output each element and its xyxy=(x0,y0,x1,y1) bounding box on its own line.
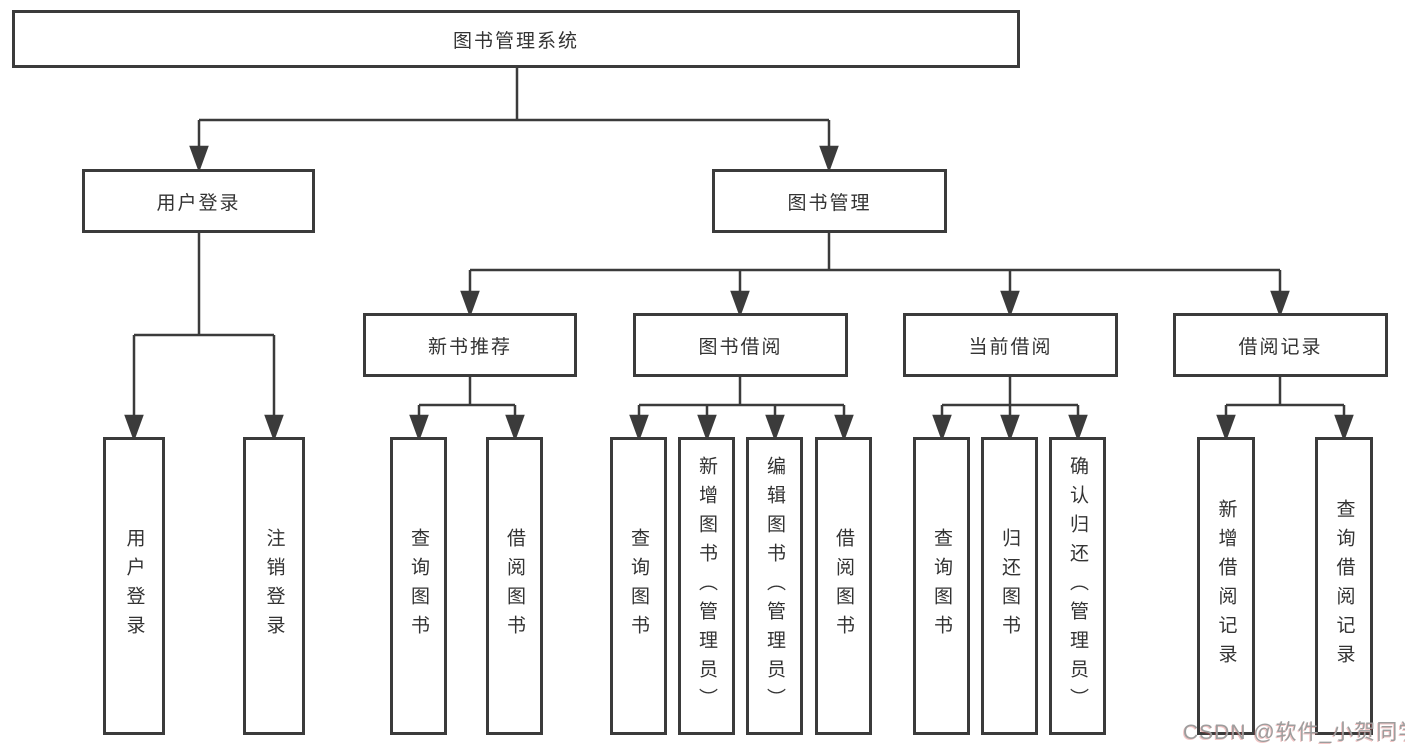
node-borrow-records: 借阅记录 xyxy=(1173,313,1388,377)
connector-book-borrow-children xyxy=(629,377,854,442)
node-label: 确认归还（管理员） xyxy=(1067,455,1088,717)
arrow-down-icon xyxy=(264,414,284,442)
node-label: 借阅图书 xyxy=(833,528,854,644)
node-new-book-recommend: 新书推荐 xyxy=(363,313,577,377)
node-label: 借阅记录 xyxy=(1238,336,1323,358)
connector-user-login-children xyxy=(124,233,284,442)
leaf-query-books-current: 查询图书 xyxy=(913,437,970,735)
node-book-management: 图书管理 xyxy=(712,169,947,233)
leaf-add-borrow-record: 新增借阅记录 xyxy=(1197,437,1255,735)
node-label: 查询图书 xyxy=(628,528,649,644)
node-book-borrow: 图书借阅 xyxy=(633,313,848,377)
node-label: 用户登录 xyxy=(156,192,241,214)
node-label: 编辑图书（管理员） xyxy=(764,455,785,717)
arrow-down-icon xyxy=(819,145,839,173)
arrow-down-icon xyxy=(697,414,717,442)
arrow-down-icon xyxy=(124,414,144,442)
arrow-down-icon xyxy=(409,414,429,442)
leaf-query-borrow-record: 查询借阅记录 xyxy=(1315,437,1373,735)
node-label: 借阅图书 xyxy=(504,528,525,644)
leaf-confirm-return-admin: 确认归还（管理员） xyxy=(1049,437,1106,735)
node-label: 新增借阅记录 xyxy=(1215,499,1237,673)
node-label: 用户登录 xyxy=(123,528,145,644)
node-label: 查询图书 xyxy=(931,528,952,644)
arrow-down-icon xyxy=(765,414,785,442)
leaf-edit-book-admin: 编辑图书（管理员） xyxy=(746,437,803,735)
node-library-system: 图书管理系统 xyxy=(12,10,1020,68)
arrow-down-icon xyxy=(1270,290,1290,318)
leaf-borrow-books: 借阅图书 xyxy=(815,437,872,735)
node-label: 当前借阅 xyxy=(968,336,1053,358)
leaf-query-books-borrow: 查询图书 xyxy=(610,437,667,735)
arrow-down-icon xyxy=(1216,414,1236,442)
node-current-borrow: 当前借阅 xyxy=(903,313,1118,377)
arrow-down-icon xyxy=(1334,414,1354,442)
leaf-user-login: 用户登录 xyxy=(103,437,165,735)
node-label: 新书推荐 xyxy=(427,336,512,358)
arrow-down-icon xyxy=(1068,414,1088,442)
node-label: 注销登录 xyxy=(263,528,285,644)
node-label: 图书管理 xyxy=(787,192,872,214)
node-label: 查询借阅记录 xyxy=(1333,499,1355,673)
leaf-query-books-recommend: 查询图书 xyxy=(390,437,447,735)
connector-root-to-level2 xyxy=(189,68,839,173)
arrow-down-icon xyxy=(505,414,525,442)
arrow-down-icon xyxy=(932,414,952,442)
arrow-down-icon xyxy=(730,290,750,318)
connector-current-borrow-children xyxy=(932,377,1088,442)
node-label: 查询图书 xyxy=(408,528,429,644)
arrow-down-icon xyxy=(629,414,649,442)
node-label: 新增图书（管理员） xyxy=(696,455,717,717)
arrow-down-icon xyxy=(1000,290,1020,318)
node-label: 图书管理系统 xyxy=(452,30,579,52)
arrow-down-icon xyxy=(1000,414,1020,442)
arrow-down-icon xyxy=(460,290,480,318)
connector-new-book-children xyxy=(409,377,525,442)
leaf-return-book: 归还图书 xyxy=(981,437,1038,735)
connector-book-management-children xyxy=(460,233,1290,318)
node-label: 图书借阅 xyxy=(698,336,783,358)
leaf-logout: 注销登录 xyxy=(243,437,305,735)
node-label: 归还图书 xyxy=(999,528,1020,644)
node-user-login: 用户登录 xyxy=(82,169,315,233)
connector-borrow-records-children xyxy=(1216,377,1354,442)
leaf-add-book-admin: 新增图书（管理员） xyxy=(678,437,735,735)
csdn-watermark: CSDN @软件_小贺同学 xyxy=(1183,721,1405,744)
arrow-down-icon xyxy=(834,414,854,442)
arrow-down-icon xyxy=(189,145,209,173)
leaf-borrow-books-recommend: 借阅图书 xyxy=(486,437,543,735)
